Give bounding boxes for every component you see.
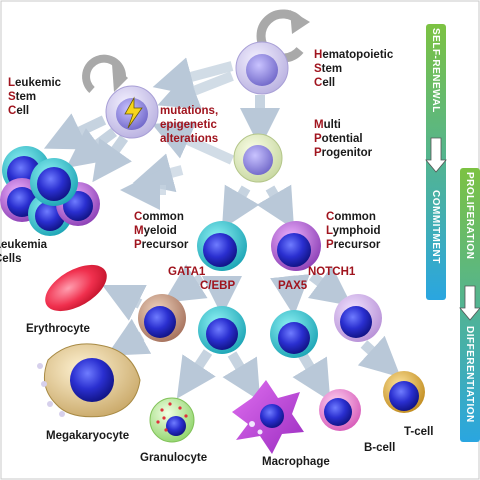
clp-label: Common Lymphoid Precursor: [326, 211, 381, 251]
leukemia-label: Leukemia Cells: [0, 239, 48, 265]
factor-cebp: C/EBP: [200, 280, 236, 292]
common-lymphoid-precursor: [271, 221, 321, 271]
macrophage-cell: [232, 380, 304, 454]
self-renewal-arrow-hsc: [256, 9, 310, 63]
factor-gata1: GATA1: [168, 266, 206, 278]
self-renewal-text: SELF-RENEWAL: [430, 28, 441, 113]
differentiation-arrows: [43, 57, 401, 402]
self-renewal-arrow-lsc: [82, 54, 128, 93]
mutations-label: mutations, epigenetic alterations: [160, 105, 219, 145]
hematopoietic-stem-cell: [235, 41, 289, 95]
erythrocyte-label: Erythrocyte: [26, 323, 90, 335]
multipotential-progenitor: [233, 133, 283, 183]
b-cell: [319, 389, 361, 431]
t-cell-precursor: [334, 294, 382, 342]
proliferation-text: PROLIFERATION: [464, 172, 475, 260]
lsc-label: Leukemic Stem Cell: [8, 77, 62, 117]
leukemic-stem-cell: [105, 85, 159, 139]
mpp-label: Multi Potential Progenitor: [314, 119, 373, 159]
macrophage-label: Macrophage: [262, 456, 330, 468]
factor-pax5: PAX5: [278, 280, 308, 292]
commitment-text: COMMITMENT: [430, 190, 441, 264]
b-cell-precursor: [270, 310, 318, 358]
right-bars: [425, 24, 480, 442]
granulocyte-label: Granulocyte: [140, 452, 208, 464]
down-arrow-icon: [425, 137, 447, 173]
erythrocyte-cell: [45, 264, 107, 312]
cmp-label: Common Myeloid Precursor: [134, 211, 189, 251]
megakaryocyte-cell: [37, 343, 141, 418]
factor-notch1: NOTCH1: [308, 266, 356, 278]
differentiation-text: DIFFERENTIATION: [464, 326, 475, 423]
bcell-label: B-cell: [364, 442, 396, 454]
megakaryocyte-label: Megakaryocyte: [46, 430, 130, 442]
common-myeloid-precursor: [197, 221, 247, 271]
granulocyte-cell: [149, 397, 195, 443]
t-cell: [383, 371, 425, 413]
leukemia-cell-cluster: [0, 146, 100, 236]
granulocyte-macrophage-precursor: [198, 306, 246, 354]
hsc-label: Hematopoietic Stem Cell: [314, 49, 394, 89]
lightning-icon: [124, 96, 143, 129]
tcell-label: T-cell: [404, 426, 434, 438]
erythro-megakaryocyte-precursor: [138, 294, 186, 342]
down-arrow-icon: [459, 285, 480, 321]
